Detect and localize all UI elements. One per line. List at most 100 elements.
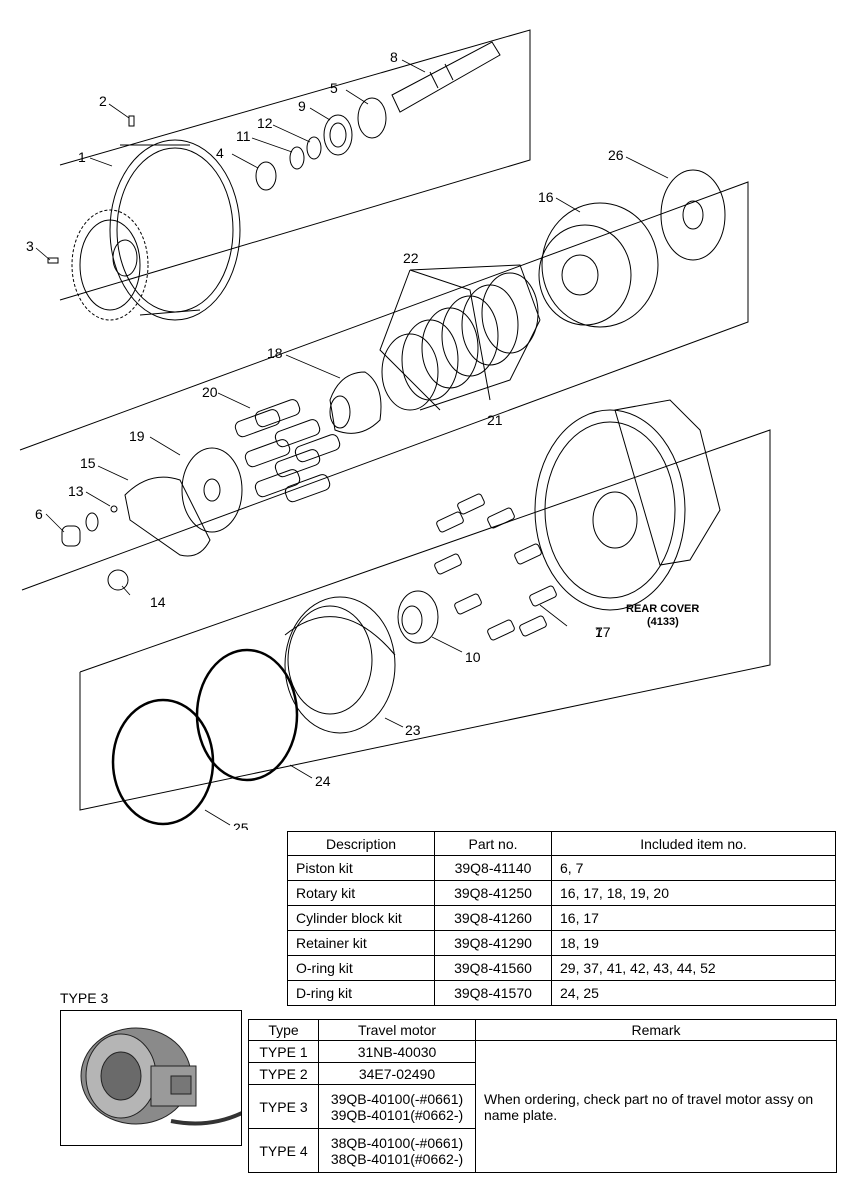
kit-part-no: 39Q8-41140 <box>434 855 552 881</box>
bearing-part-9 <box>323 114 353 156</box>
callout-12: 12 <box>257 115 273 131</box>
kit-part-no: 39Q8-41560 <box>434 955 552 981</box>
kit-part-no: 39Q8-41260 <box>434 905 552 931</box>
swash-plate-part-15 <box>124 476 211 557</box>
retainer-plate-part-19 <box>181 447 243 533</box>
kit-table: Description Part no. Included item no. P… <box>287 831 836 1006</box>
callout-23: 23 <box>405 722 421 738</box>
table-row: Retainer kit 39Q8-41290 18, 19 <box>287 930 836 956</box>
callout-3: 3 <box>26 238 34 254</box>
kit-part-no: 39Q8-41250 <box>434 880 552 906</box>
kit-description: O-ring kit <box>287 955 435 981</box>
motor-part-no: 39QB-40101(#0662-) <box>330 1106 464 1123</box>
type-table-header: Type Travel motor Remark <box>248 1019 837 1041</box>
rear-cover-label: REAR COVER <box>626 603 699 615</box>
type-cell: TYPE 1 <box>248 1040 319 1063</box>
callout-24: 24 <box>315 773 331 789</box>
callout-labels: 1 2 3 4 5 6 7 8 9 10 11 12 13 14 15 16 1… <box>26 49 699 830</box>
motor-part-no: 39QB-40100(-#0661) <box>330 1090 464 1107</box>
pin-part <box>128 115 135 127</box>
type-cell: TYPE 3 <box>248 1084 319 1129</box>
callout-26: 26 <box>608 147 624 163</box>
callout-1: 1 <box>78 149 86 165</box>
type-section-title: TYPE 3 <box>60 990 109 1006</box>
travel-motor-photo <box>60 1010 247 1146</box>
callout-20: 20 <box>202 384 218 400</box>
upper-panel-outline <box>59 29 531 301</box>
table-row: Rotary kit 39Q8-41250 16, 17, 18, 19, 20 <box>287 880 836 906</box>
housing-part <box>71 139 241 321</box>
kit-part-no: 39Q8-41570 <box>434 980 552 1006</box>
motor-part-no-pair: 38QB-40100(-#0661) 38QB-40101(#0662-) <box>318 1128 476 1173</box>
callout-25: 25 <box>233 820 249 830</box>
motor-part-no: 31NB-40030 <box>318 1040 476 1063</box>
type-cell: TYPE 4 <box>248 1128 319 1173</box>
type-header-remark: Remark <box>475 1019 837 1041</box>
kit-table-header: Description Part no. Included item no. <box>287 831 836 856</box>
kit-description: D-ring kit <box>287 980 435 1006</box>
callout-5: 5 <box>330 80 338 96</box>
motor-part-no: 38QB-40100(-#0661) <box>330 1134 464 1151</box>
table-row: TYPE 2 34E7-02490 <box>248 1062 837 1085</box>
table-row: TYPE 3 39QB-40100(-#0661) 39QB-40101(#06… <box>248 1084 837 1129</box>
ball-guide-part-18 <box>329 371 382 434</box>
spring-parts-17 <box>434 493 557 641</box>
rear-cover-code: (4133) <box>647 616 679 628</box>
callout-18: 18 <box>267 345 283 361</box>
motor-part-no: 38QB-40101(#0662-) <box>330 1150 464 1167</box>
piston-part-6 <box>61 525 81 547</box>
callout-10: 10 <box>465 649 481 665</box>
rear-cover-part <box>534 399 721 611</box>
middle-panel-outline <box>19 181 749 591</box>
kit-included-items: 16, 17, 18, 19, 20 <box>551 880 836 906</box>
type-header-motor: Travel motor <box>318 1019 476 1041</box>
lower-panel-outline <box>79 429 771 811</box>
kit-header-included: Included item no. <box>551 831 836 856</box>
callout-15: 15 <box>80 455 96 471</box>
ring-part-4 <box>255 161 277 191</box>
kit-description: Cylinder block kit <box>287 905 435 931</box>
exploded-parts-diagram: 1 2 3 4 5 6 7 8 9 10 11 12 13 14 15 16 1… <box>19 29 771 830</box>
kit-header-part-no: Part no. <box>434 831 552 856</box>
kit-description: Retainer kit <box>287 930 435 956</box>
valve-plate-part-26 <box>660 169 726 261</box>
callout-8: 8 <box>390 49 398 65</box>
bush-part-14 <box>107 569 129 591</box>
callout-7: 7 <box>595 624 603 640</box>
bearing-part-10 <box>397 590 439 644</box>
cylinder-block-part-16 <box>538 202 659 328</box>
motor-part-no-pair: 39QB-40100(-#0661) 39QB-40101(#0662-) <box>318 1084 476 1129</box>
table-row: TYPE 1 31NB-40030 When ordering, check p… <box>248 1040 837 1173</box>
piston-parts-20 <box>234 399 341 503</box>
kit-included-items: 18, 19 <box>551 930 836 956</box>
remark-cell: When ordering, check part no of travel m… <box>475 1040 837 1173</box>
callout-19: 19 <box>129 428 145 444</box>
kit-description: Piston kit <box>287 855 435 881</box>
callout-13: 13 <box>68 483 84 499</box>
ring-part-11 <box>289 146 305 170</box>
callout-4: 4 <box>216 145 224 161</box>
kit-included-items: 6, 7 <box>551 855 836 881</box>
kit-description: Rotary kit <box>287 880 435 906</box>
kit-included-items: 24, 25 <box>551 980 836 1006</box>
callout-16: 16 <box>538 189 554 205</box>
table-row: D-ring kit 39Q8-41570 24, 25 <box>287 980 836 1006</box>
table-row: Cylinder block kit 39Q8-41260 16, 17 <box>287 905 836 931</box>
leader-lines <box>35 59 669 826</box>
type-cell: TYPE 2 <box>248 1062 319 1085</box>
table-row: TYPE 4 38QB-40100(-#0661) 38QB-40101(#06… <box>248 1128 837 1173</box>
callout-22: 22 <box>403 250 419 266</box>
callout-11: 11 <box>236 128 251 144</box>
kit-included-items: 29, 37, 41, 42, 43, 44, 52 <box>551 955 836 981</box>
ball-part-13 <box>110 505 118 513</box>
callout-6: 6 <box>35 506 43 522</box>
table-row: O-ring kit 39Q8-41560 29, 37, 41, 42, 43… <box>287 955 836 981</box>
table-row: Piston kit 39Q8-41140 6, 7 <box>287 855 836 881</box>
callout-9: 9 <box>298 98 306 114</box>
travel-motor-illustration <box>80 1027 247 1126</box>
kit-included-items: 16, 17 <box>551 905 836 931</box>
o-ring-part-7 <box>85 512 99 532</box>
snap-ring-part-5 <box>357 97 387 139</box>
callout-14: 14 <box>150 594 166 610</box>
floating-seal-part-23 <box>284 596 396 734</box>
